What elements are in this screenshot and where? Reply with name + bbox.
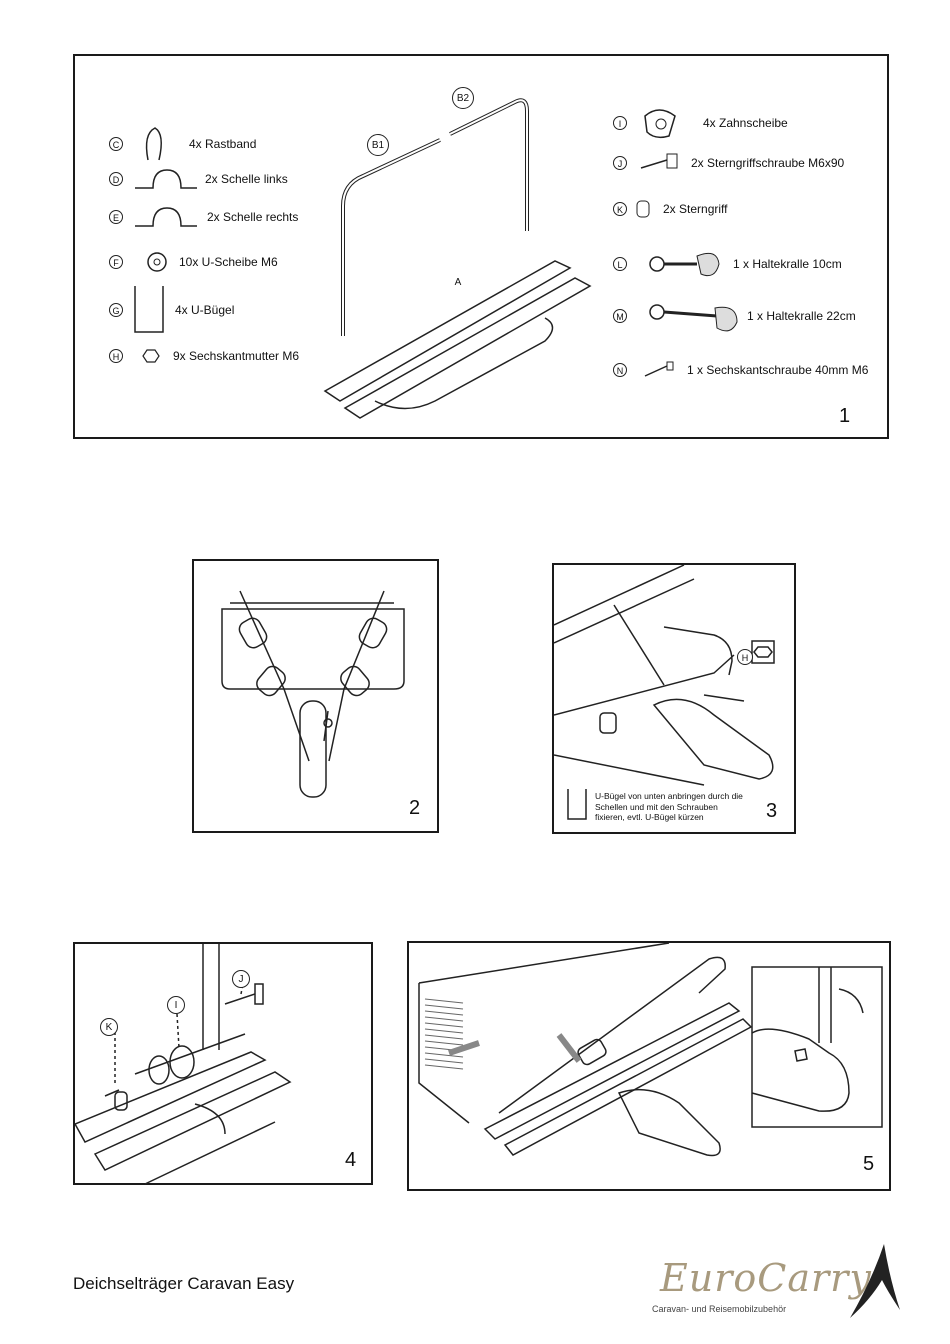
part-text: 10x U-Scheibe M6 <box>179 255 278 269</box>
hex-nut-icon <box>142 349 160 363</box>
panel-step-4: K I J 4 <box>73 942 373 1185</box>
part-d: D 2x Schelle links <box>109 164 288 194</box>
label-i: I <box>167 996 185 1014</box>
step-4-drawing <box>75 944 292 1185</box>
label-a: A <box>447 272 469 294</box>
part-g: G 4x U-Bügel <box>109 282 234 338</box>
clamp-right-icon <box>135 207 197 227</box>
part-e: E 2x Schelle rechts <box>109 202 298 232</box>
part-text: 4x U-Bügel <box>175 303 235 317</box>
note-line: fixieren, evtl. U-Bügel kürzen <box>595 812 704 822</box>
star-screw-icon <box>640 153 678 169</box>
panel-parts-overview: B2 B1 A C 4x Rastband D 2x Schelle links… <box>73 54 889 439</box>
hex-bolt-icon <box>644 361 674 377</box>
panel-step-2: 2 <box>192 559 439 833</box>
part-n: N 1 x Sechskantschraube 40mm M6 <box>613 360 868 380</box>
part-f: F 10x U-Scheibe M6 <box>109 250 278 274</box>
label-b2: B2 <box>452 87 474 109</box>
part-text: 1 x Haltekralle 22cm <box>747 309 856 323</box>
part-text: 2x Sterngriff <box>663 202 728 216</box>
part-text: 2x Sterngriffschraube M6x90 <box>691 156 845 170</box>
panel-number: 1 <box>839 405 851 427</box>
part-id: G <box>109 303 123 317</box>
panel-number: 3 <box>766 800 778 822</box>
part-text: 1 x Sechskantschraube 40mm M6 <box>687 363 869 377</box>
brand-swoosh-icon <box>850 1244 900 1318</box>
brand-subtitle: Caravan- und Reisemobilzubehör <box>652 1304 787 1314</box>
part-id: L <box>613 257 627 271</box>
part-id: K <box>613 202 627 216</box>
part-text: 2x Schelle links <box>205 172 288 186</box>
part-id: H <box>109 349 123 363</box>
document-title: Deichselträger Caravan Easy <box>73 1274 295 1293</box>
strap-icon <box>145 127 162 161</box>
part-k: K 2x Sterngriff <box>613 198 727 220</box>
part-id: E <box>109 210 123 224</box>
toothed-disc-icon <box>644 109 676 139</box>
note-line: Schellen und mit den Schrauben <box>595 801 718 812</box>
part-text: 4x Zahnscheibe <box>703 116 788 130</box>
label-k: K <box>100 1018 118 1036</box>
part-h: H 9x Sechskantmutter M6 <box>109 346 299 366</box>
star-knob-icon <box>636 200 650 218</box>
panel-number: 5 <box>863 1153 875 1175</box>
part-text: 2x Schelle rechts <box>207 210 299 224</box>
panel-number: 2 <box>409 797 421 819</box>
part-text: 1 x Haltekralle 10cm <box>733 257 842 271</box>
panel-step-5: 5 <box>407 941 891 1191</box>
step-5-drawing <box>418 943 883 1157</box>
washer-icon <box>147 252 167 272</box>
label-j: J <box>232 970 250 988</box>
label-b1: B1 <box>367 134 389 156</box>
part-l: L 1 x Haltekralle 10cm <box>613 244 842 284</box>
parts-drawing <box>323 98 592 419</box>
claw-10-icon <box>649 252 720 277</box>
u-bracket-icon <box>134 286 164 333</box>
part-id: N <box>613 363 627 377</box>
part-id: M <box>613 309 627 323</box>
part-id: J <box>613 156 627 170</box>
brand-logo: EuroCarry Caravan- und Reisemobilzubehör <box>650 1244 910 1330</box>
part-j: J 2x Sterngriffschraube M6x90 <box>613 152 844 174</box>
part-id: I <box>613 116 627 130</box>
assembly-note: U-Bügel von unten anbringen durch die Sc… <box>595 791 743 823</box>
step-3-drawing <box>554 565 775 786</box>
part-id: C <box>109 137 123 151</box>
brand-name: EuroCarry <box>660 1256 872 1300</box>
part-i: I 4x Zahnscheibe <box>613 106 788 140</box>
panel-step-3: H U-Bügel von unten anbringen durch die … <box>552 563 796 834</box>
claw-22-icon <box>649 304 738 332</box>
part-id: F <box>109 255 123 269</box>
panel-number: 4 <box>345 1149 357 1171</box>
u-bracket-icon <box>567 789 587 820</box>
part-text: 4x Rastband <box>189 137 257 151</box>
part-id: D <box>109 172 123 186</box>
part-m: M 1 x Haltekralle 22cm <box>613 294 856 338</box>
note-line: U-Bügel von unten anbringen durch die <box>595 791 743 801</box>
clamp-left-icon <box>135 169 197 189</box>
step-2-drawing <box>221 590 405 798</box>
label-h: H <box>737 649 753 665</box>
part-text: 9x Sechskantmutter M6 <box>173 349 300 363</box>
part-c: C 4x Rastband <box>109 124 256 164</box>
